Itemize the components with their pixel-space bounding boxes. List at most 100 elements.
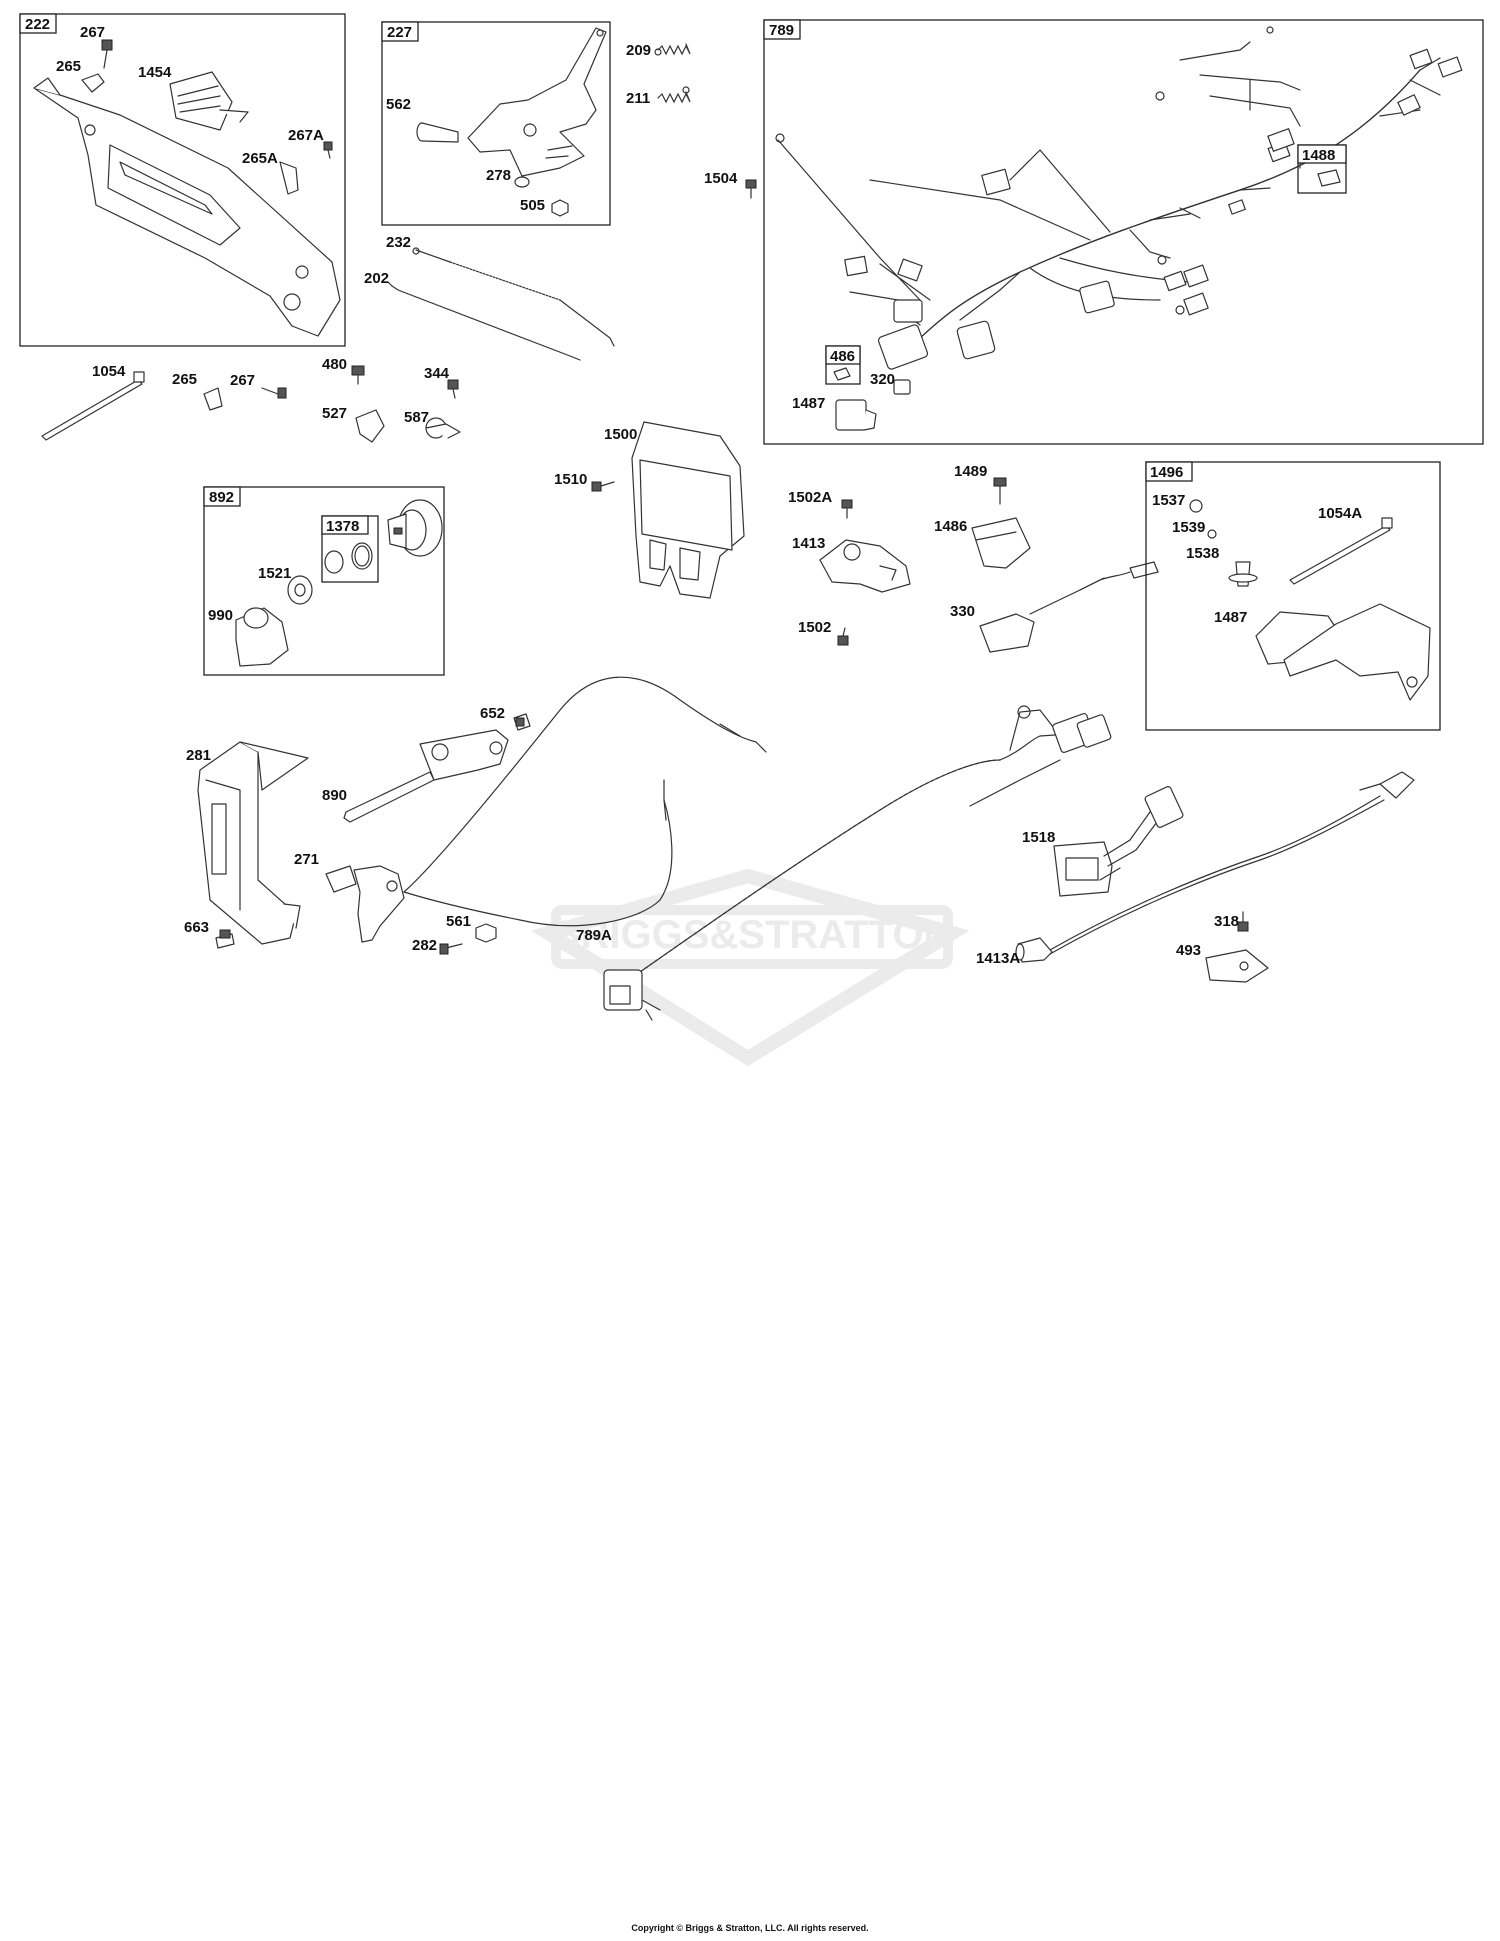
- label-1487: 1487: [792, 395, 825, 412]
- label-1502: 1502: [798, 619, 831, 636]
- label-652: 652: [480, 705, 505, 722]
- connector-1487-shape[interactable]: [835, 399, 877, 431]
- clip-265-shape[interactable]: [81, 73, 105, 93]
- rod-202-shape[interactable]: [387, 281, 581, 361]
- group-227-label: 227: [387, 24, 412, 41]
- screw-344-shape[interactable]: [447, 379, 459, 399]
- ecu-1500-shape[interactable]: [631, 421, 745, 599]
- screw-267-shape[interactable]: [101, 39, 113, 69]
- label-561: 561: [446, 913, 471, 930]
- terminal-1488-shape[interactable]: [1317, 169, 1341, 187]
- washer-1539-shape[interactable]: [1207, 529, 1217, 539]
- governor-lever-shape[interactable]: [467, 27, 607, 177]
- group-222-label: 222: [25, 16, 50, 33]
- grommet-1537-shape[interactable]: [1189, 499, 1203, 513]
- connector-320-shape[interactable]: [893, 379, 911, 395]
- group-789: 789: [763, 19, 1484, 445]
- label-330: 330: [950, 603, 975, 620]
- label-271: 271: [294, 851, 319, 868]
- group-227: 227 562 278 505: [381, 21, 611, 226]
- wire-harness-789-shape[interactable]: [775, 26, 1463, 370]
- group-222-frame: [19, 13, 346, 347]
- bracket-493-shape[interactable]: [1205, 949, 1269, 983]
- boot-990-shape[interactable]: [235, 607, 289, 667]
- screw-1502-shape[interactable]: [837, 627, 849, 646]
- label-267: 267: [80, 24, 105, 41]
- throttle-cable-shape[interactable]: [403, 676, 767, 927]
- group-1496-tag: [1145, 461, 1193, 482]
- ignition-switch-shape[interactable]: [387, 499, 443, 557]
- group-789-tag: [763, 19, 801, 40]
- label-1054A: 1054A: [1318, 505, 1362, 522]
- group-892-tag: [203, 486, 241, 507]
- cable-tie-1054-shape[interactable]: [41, 371, 145, 441]
- sensor-1413A-shape[interactable]: [1015, 771, 1415, 963]
- label-890: 890: [322, 787, 347, 804]
- spring-211-shape[interactable]: [657, 86, 691, 104]
- label-990: 990: [208, 607, 233, 624]
- screw-652-shape[interactable]: [513, 713, 531, 731]
- label-587: 587: [404, 409, 429, 426]
- group-1496-label: 1496: [1150, 464, 1183, 481]
- group-789-label: 789: [769, 22, 794, 39]
- label-1521: 1521: [258, 565, 291, 582]
- screw-1489-shape[interactable]: [993, 477, 1007, 505]
- group-892: 892 1378 1521 990: [203, 486, 445, 676]
- washer-278-shape[interactable]: [514, 176, 530, 188]
- clamp-527-shape[interactable]: [355, 409, 385, 443]
- screw-1504-shape[interactable]: [745, 179, 757, 199]
- clip-265-lower-shape[interactable]: [203, 387, 223, 411]
- label-281: 281: [186, 747, 211, 764]
- module-1487-with-bracket-shape[interactable]: [1255, 603, 1431, 701]
- screw-282-shape[interactable]: [439, 943, 463, 955]
- label-209: 209: [626, 42, 651, 59]
- cable-tie-1054A-shape[interactable]: [1289, 517, 1393, 585]
- connector-1518-shape[interactable]: [1053, 786, 1184, 897]
- label-1539: 1539: [1172, 519, 1205, 536]
- label-267-lower: 267: [230, 372, 255, 389]
- sensor-1486-shape[interactable]: [971, 517, 1031, 569]
- module-1454-shape[interactable]: [169, 71, 249, 131]
- clip-265A-shape[interactable]: [279, 161, 299, 195]
- sensor-1413-shape[interactable]: [819, 539, 911, 593]
- nut-561-shape[interactable]: [475, 923, 497, 943]
- screw-318-shape[interactable]: [1237, 911, 1249, 932]
- label-1413: 1413: [792, 535, 825, 552]
- label-344: 344: [424, 365, 450, 382]
- sensor-330-shape[interactable]: [979, 561, 1159, 653]
- label-1413A: 1413A: [976, 950, 1020, 967]
- nut-1521-shape[interactable]: [287, 575, 313, 605]
- screw-267A-shape[interactable]: [323, 141, 333, 159]
- label-527: 527: [322, 405, 347, 422]
- label-1054: 1054: [92, 363, 126, 380]
- screw-1502A-shape[interactable]: [841, 499, 853, 519]
- group-789-frame: [763, 19, 1484, 445]
- pin-562-shape[interactable]: [416, 122, 459, 143]
- spring-209-shape[interactable]: [654, 43, 691, 56]
- harness-789A-shape[interactable]: [603, 705, 1112, 1021]
- screw-267-lower-shape[interactable]: [261, 387, 287, 399]
- throttle-control-271-shape[interactable]: [325, 865, 405, 943]
- screw-480-shape[interactable]: [351, 365, 365, 385]
- plug-1538-shape[interactable]: [1228, 561, 1258, 587]
- group-486-label: 486: [830, 348, 855, 365]
- seal-ring-1378-shape[interactable]: [324, 542, 373, 574]
- lever-890-shape[interactable]: [343, 729, 509, 823]
- spring-232-shape[interactable]: [412, 247, 615, 347]
- group-227-tag: [381, 21, 419, 42]
- bracket-281-shape[interactable]: [197, 741, 309, 945]
- label-1510: 1510: [554, 471, 587, 488]
- label-1487-lower: 1487: [1214, 609, 1247, 626]
- group-486-tag: [825, 345, 861, 365]
- nut-505-shape[interactable]: [551, 199, 569, 217]
- screw-1510-shape[interactable]: [591, 481, 615, 492]
- screw-663-shape[interactable]: [215, 929, 235, 949]
- label-1504: 1504: [704, 170, 738, 187]
- group-1496: 1496 1054A 1537 1539 1538 1487: [1145, 461, 1441, 731]
- label-211: 211: [626, 90, 650, 107]
- terminal-486-shape[interactable]: [833, 367, 851, 381]
- label-320: 320: [870, 371, 895, 388]
- clamp-587-shape[interactable]: [425, 417, 461, 439]
- group-227-frame: [381, 21, 611, 226]
